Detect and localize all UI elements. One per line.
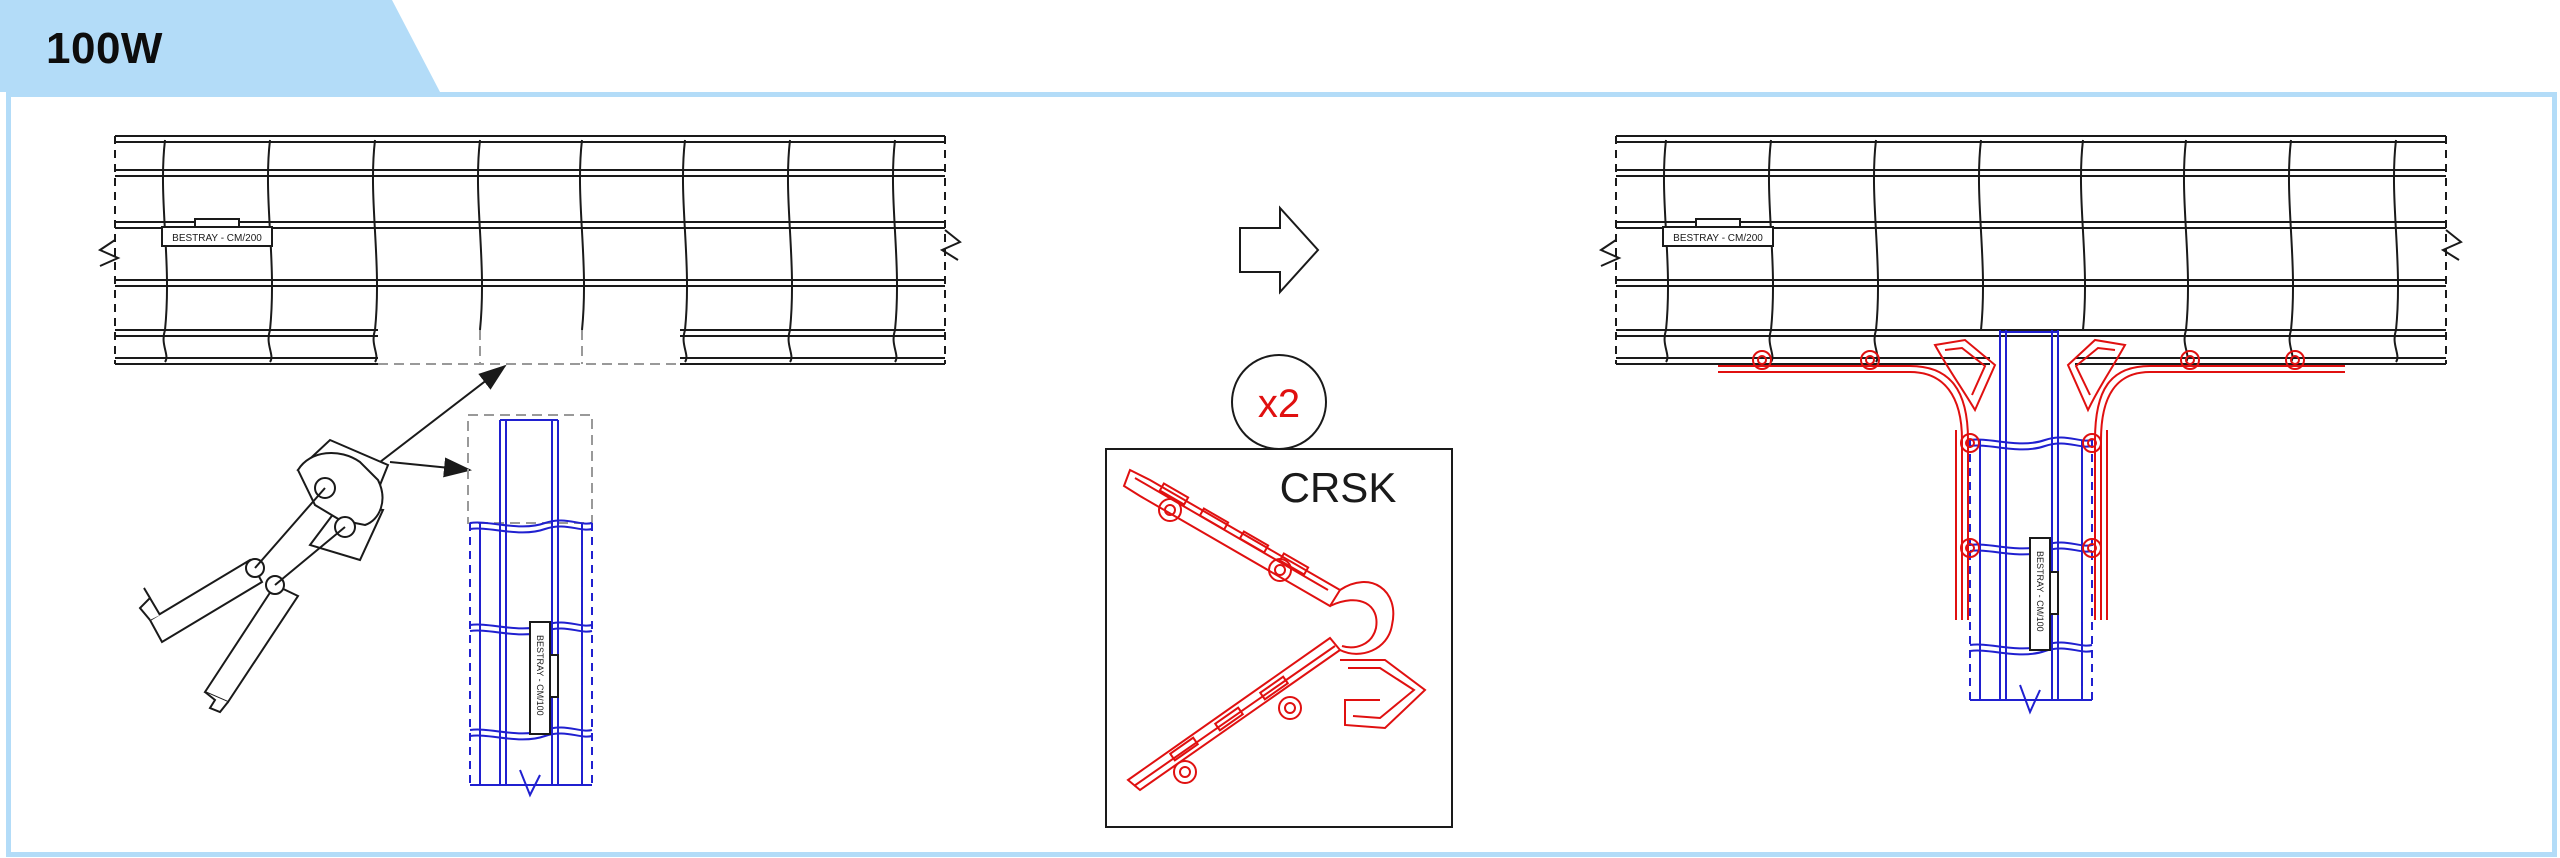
quantity-label: x2 — [1258, 382, 1300, 426]
main-tray-right-label: BESTRAY - CM/200 — [1662, 218, 1774, 247]
bolt-cutter-icon — [138, 438, 390, 714]
main-tray-right — [1598, 135, 2463, 365]
arrow-right-icon — [1239, 205, 1320, 295]
main-tray-left-label: BESTRAY - CM/200 — [161, 218, 273, 247]
installed-kits — [1718, 338, 2345, 620]
tray-label-branch-right: BESTRAY - CM/100 — [2035, 551, 2045, 632]
main-tray-left — [97, 135, 962, 365]
cut-arrow-top — [379, 364, 507, 463]
tray-label-branch-left: BESTRAY - CM/100 — [535, 635, 545, 716]
branch-tray-left-label: BESTRAY - CM/100 — [529, 621, 559, 735]
kit-box — [1105, 448, 1453, 828]
kit-code: CRSK — [1280, 464, 1397, 511]
branch-tray-left — [467, 414, 593, 798]
crsk-kit-drawing — [1122, 468, 1427, 792]
diagram-frame — [6, 92, 2557, 857]
branch-tray-right — [1969, 330, 2093, 715]
title-tab: 100W — [0, 0, 440, 92]
cut-arrow-branch — [389, 457, 472, 478]
branch-tray-right-label: BESTRAY - CM/100 — [2029, 537, 2059, 651]
tray-label-right: BESTRAY - CM/200 — [1673, 233, 1763, 244]
page-title: 100W — [46, 24, 163, 73]
cut-section — [378, 330, 680, 365]
tray-label-left: BESTRAY - CM/200 — [172, 233, 262, 244]
